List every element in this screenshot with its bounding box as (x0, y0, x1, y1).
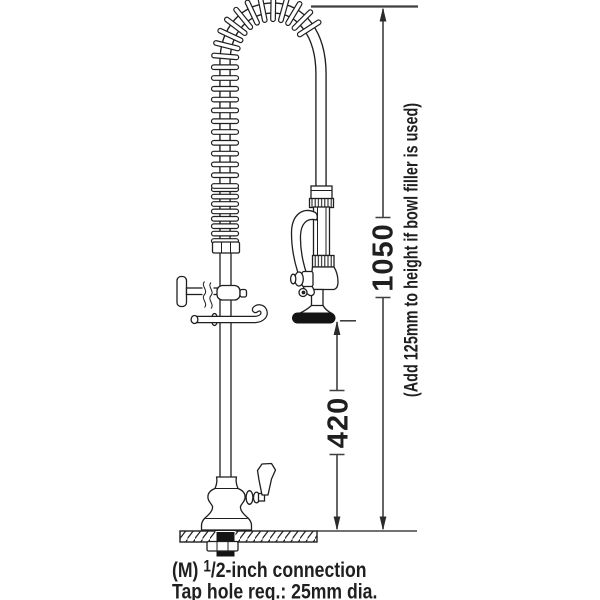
knurled-ring (311, 254, 335, 268)
dimension-head-height: 420 (323, 320, 356, 531)
spring-coil-rings (210, 0, 322, 244)
caption: (M) 1/2-inch connection Tap hole req.: 2… (172, 557, 377, 600)
base-vase (200, 476, 253, 531)
bracket-clamp (216, 284, 241, 301)
dimension-420-label: 420 (323, 397, 355, 448)
handle-pivot (298, 287, 308, 298)
bracket-break-mark (202, 281, 207, 308)
counter-top (179, 530, 417, 558)
valve-body (310, 266, 339, 291)
bracket-bolt-knob (239, 288, 248, 298)
spring-end-hex-fitting (211, 241, 241, 254)
base-lever-handle (245, 462, 277, 505)
hose-end-fitting (308, 185, 335, 209)
spray-bell (298, 304, 333, 315)
caption-line1: (M) 1/2-inch connection (172, 557, 367, 582)
counter-slab (179, 530, 318, 543)
bowl-filler-note: (Add 125mm to height if bowl filler is u… (401, 103, 422, 397)
spray-head-hook (190, 304, 268, 327)
bracket-break-mark (209, 282, 213, 309)
spray-valve-assembly (289, 185, 339, 324)
dimension-1050-label: 1050 (368, 223, 400, 292)
hook-end-cap (190, 314, 199, 325)
rubber-bumper (292, 312, 336, 324)
base-faucet-body (200, 462, 277, 531)
wall-bracket (176, 275, 248, 309)
shank-lock-nut (206, 540, 239, 552)
valve-inlet (289, 270, 314, 288)
bracket-flange (176, 275, 188, 308)
caption-line2: Tap hole req.: 25mm dia. (172, 580, 377, 600)
bowl-filler-note-label: (Add 125mm to height if bowl filler is u… (401, 103, 422, 397)
lever-paddle (256, 462, 277, 496)
dimension-total-height: 1050 (311, 5, 418, 531)
squeeze-handle (290, 209, 318, 297)
flexible-spring-hose (210, 0, 327, 254)
